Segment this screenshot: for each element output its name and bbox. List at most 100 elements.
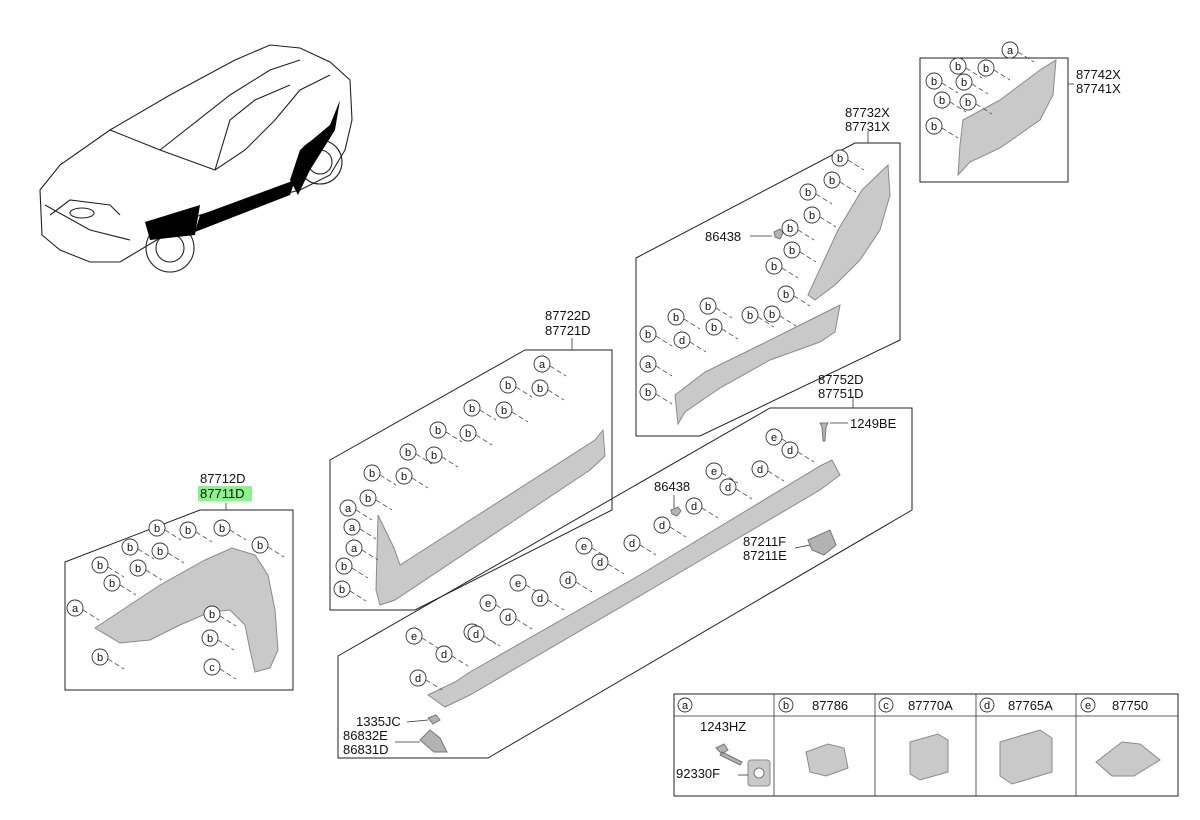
callout-b[interactable]: b	[463, 399, 497, 421]
callout-b[interactable]: b	[335, 557, 369, 579]
callout-d[interactable]: d	[531, 589, 565, 611]
rear-bumper-garnish[interactable]	[957, 59, 1057, 177]
legend-col-c[interactable]: c 87770A	[878, 697, 953, 781]
callout-d[interactable]: d	[623, 534, 657, 556]
callout-b[interactable]: b	[777, 285, 811, 307]
callout-b[interactable]: b	[333, 580, 367, 602]
side-sill-label-left[interactable]: 87752D	[818, 372, 864, 387]
callout-b[interactable]: b	[803, 206, 837, 228]
callout-e[interactable]: e	[575, 537, 609, 559]
clip-86438-upper[interactable]	[773, 228, 784, 240]
door-lower-label-left[interactable]: 87722D	[545, 308, 591, 323]
callout-b[interactable]: b	[959, 93, 993, 115]
legend-col-a[interactable]: a 1243HZ 92330F	[676, 697, 771, 787]
callout-d[interactable]: d	[673, 331, 707, 353]
callout-d[interactable]: d	[499, 608, 533, 630]
fender-label-right[interactable]: 87711D	[200, 486, 245, 501]
callout-b[interactable]: b	[823, 171, 857, 193]
callout-b[interactable]: b	[925, 117, 959, 139]
callout-b[interactable]: b	[251, 536, 285, 558]
callout-d[interactable]: d	[719, 478, 753, 500]
callout-b[interactable]: b	[201, 629, 235, 651]
callout-b[interactable]: b	[781, 219, 815, 241]
callout-b[interactable]: b	[363, 464, 397, 486]
part-86832E-label[interactable]: 86832E	[343, 728, 388, 743]
callout-b[interactable]: b	[151, 542, 185, 564]
callout-b[interactable]: b	[91, 556, 125, 578]
callout-b[interactable]: b	[799, 183, 833, 205]
callout-b[interactable]: b	[955, 73, 989, 95]
callout-b[interactable]: b	[667, 308, 701, 330]
callout-b[interactable]: b	[831, 149, 865, 171]
callout-b[interactable]: b	[639, 325, 673, 347]
callout-b[interactable]: b	[359, 489, 393, 511]
side-sill-moulding[interactable]	[427, 459, 841, 708]
side-sill-label-right[interactable]: 87751D	[818, 386, 864, 401]
part-1335JC-label[interactable]: 1335JC	[356, 714, 401, 729]
callout-b[interactable]: b	[765, 257, 799, 279]
bracket-87211[interactable]	[807, 529, 837, 556]
legend-col-b[interactable]: b 87786	[778, 697, 849, 777]
door-lower-label-right[interactable]: 87721D	[545, 323, 591, 338]
callout-d[interactable]: d	[409, 669, 443, 691]
front-fender-moulding[interactable]	[94, 547, 279, 673]
callout-d[interactable]: d	[591, 553, 625, 575]
callout-c[interactable]: c	[203, 658, 237, 680]
callout-b[interactable]: b	[129, 559, 163, 581]
callout-d[interactable]: d	[685, 497, 719, 519]
callout-d[interactable]: d	[559, 571, 593, 593]
callout-b[interactable]: b	[495, 401, 529, 423]
callout-b[interactable]: b	[179, 521, 213, 543]
callout-d[interactable]: d	[653, 516, 687, 538]
callout-e[interactable]: e	[705, 462, 739, 484]
callout-b[interactable]: b	[213, 519, 247, 541]
callout-b[interactable]: b	[949, 57, 983, 79]
callout-b[interactable]: b	[741, 306, 775, 328]
callout-a[interactable]: a	[639, 355, 673, 377]
callout-b[interactable]: b	[763, 305, 797, 327]
callout-b[interactable]: b	[203, 605, 237, 627]
callout-b[interactable]: b	[499, 376, 533, 398]
callout-a[interactable]: a	[339, 499, 373, 521]
callout-d[interactable]: d	[751, 460, 785, 482]
callout-d[interactable]: d	[781, 441, 815, 463]
callout-b[interactable]: b	[429, 421, 463, 443]
part-1249BE-label[interactable]: 1249BE	[850, 416, 897, 431]
front-door-garnish[interactable]	[375, 428, 606, 606]
callout-b[interactable]: b	[925, 72, 959, 94]
callout-b[interactable]: b	[531, 379, 565, 401]
callout-a[interactable]: a	[345, 539, 379, 561]
part-87211F-label[interactable]: 87211F	[743, 534, 786, 549]
bracket-86831D[interactable]	[419, 729, 448, 753]
rear-arch-label-left[interactable]: 87732X	[845, 105, 890, 120]
callout-b[interactable]: b	[91, 648, 125, 670]
part-86438-upper-label[interactable]: 86438	[705, 229, 741, 244]
screw-1249BE[interactable]	[819, 422, 829, 442]
clip-1335JC[interactable]	[427, 714, 441, 725]
callout-a[interactable]: a	[66, 599, 100, 621]
callout-a[interactable]: a	[533, 355, 567, 377]
callout-a[interactable]: a	[343, 518, 377, 540]
callout-a[interactable]: a	[1001, 41, 1035, 63]
legend-col-e[interactable]: e 87750	[1080, 697, 1161, 777]
callout-b[interactable]: b	[121, 538, 155, 560]
callout-b[interactable]: b	[639, 383, 673, 405]
callout-b[interactable]: b	[395, 467, 429, 489]
callout-b[interactable]: b	[148, 519, 182, 541]
part-87211E-label[interactable]: 87211E	[743, 548, 787, 563]
fender-label-left[interactable]: 87712D	[200, 471, 246, 486]
callout-b[interactable]: b	[425, 446, 459, 468]
rear-door-garnish[interactable]	[674, 304, 841, 426]
rear-arch-label-right[interactable]: 87731X	[845, 119, 890, 134]
quarter-garnish[interactable]	[807, 163, 891, 301]
callout-e[interactable]: e	[405, 627, 439, 649]
callout-b[interactable]: b	[705, 318, 739, 340]
clip-86438-lower[interactable]	[670, 506, 682, 517]
legend-col-d[interactable]: d 87765A	[979, 697, 1053, 785]
callout-b[interactable]: b	[459, 424, 493, 446]
part-86831D-label[interactable]: 86831D	[343, 742, 389, 757]
callout-e[interactable]: e	[509, 574, 543, 596]
callout-b[interactable]: b	[699, 297, 733, 319]
rear-bumper-label-left[interactable]: 87742X	[1076, 67, 1121, 82]
callout-b[interactable]: b	[399, 443, 433, 465]
